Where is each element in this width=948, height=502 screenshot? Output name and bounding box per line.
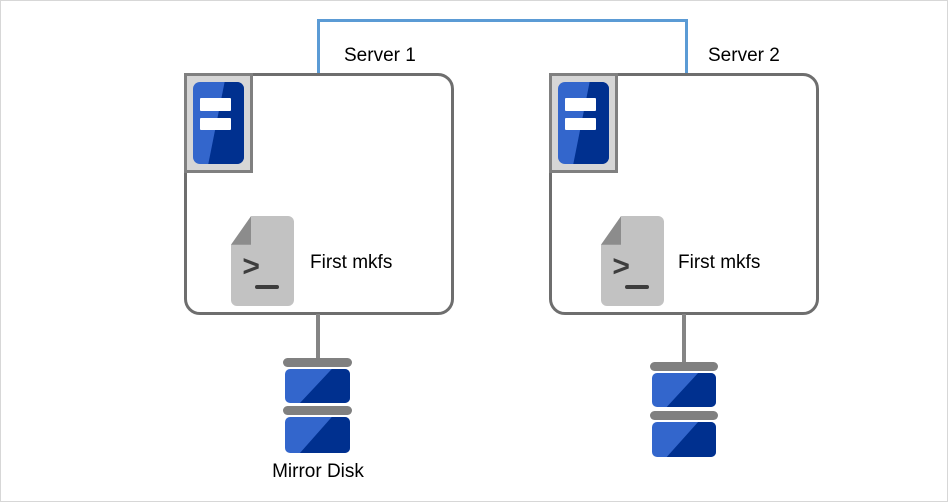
script-prompt-chevron: > <box>242 250 260 283</box>
disk-2-block-lower-shading <box>666 422 716 457</box>
disk-1-block-upper <box>285 369 350 403</box>
server-1-label: Server 1 <box>344 45 416 66</box>
script-prompt-cursor <box>254 285 279 290</box>
script-page <box>601 216 664 306</box>
disk-1-block-lower-shading <box>299 417 350 453</box>
mirror-disk-1-icon <box>283 358 352 456</box>
server-slot-bar-2 <box>564 118 597 131</box>
mirror-disk-2-icon <box>650 362 718 458</box>
script-prompt-chevron: > <box>612 250 630 283</box>
server-rack-icon <box>184 73 253 173</box>
disk-1-bar-middle <box>283 406 352 415</box>
mirror-disk-label: Mirror Disk <box>272 461 364 482</box>
disk-2-bar-middle <box>650 411 718 420</box>
server-2-box[interactable] <box>549 73 819 315</box>
server-1-action-label: First mkfs <box>310 252 393 273</box>
interconnect-right-vertical <box>685 19 688 75</box>
script-page-fold <box>601 216 622 245</box>
disk-2-block-lower <box>652 422 716 457</box>
server-2-action-label: First mkfs <box>678 252 761 273</box>
server-chassis <box>193 82 244 164</box>
script-page <box>231 216 294 306</box>
disk-2-block-upper-shading <box>666 373 716 407</box>
server-2-label: Server 2 <box>708 45 780 66</box>
server-slot-bar-1 <box>564 98 597 111</box>
server-rack-icon <box>549 73 618 173</box>
script-page-fold <box>231 216 252 245</box>
interconnect-left-vertical <box>317 19 320 75</box>
interconnect-top-horizontal <box>317 19 688 22</box>
disk-1-bar-top <box>283 358 352 367</box>
disk-2-block-upper <box>652 373 716 407</box>
server-2-disk-wire <box>682 314 686 364</box>
server-slot-bar-1 <box>199 98 232 111</box>
disk-1-block-upper-shading <box>299 369 350 403</box>
script-terminal-icon: > <box>231 216 294 306</box>
server-slot-bar-2 <box>199 118 232 131</box>
disk-2-bar-top <box>650 362 718 371</box>
script-terminal-icon: > <box>601 216 664 306</box>
server-chassis <box>558 82 609 164</box>
script-prompt-cursor <box>624 285 649 290</box>
server-1-disk-wire <box>316 314 320 362</box>
disk-1-block-lower <box>285 417 350 453</box>
